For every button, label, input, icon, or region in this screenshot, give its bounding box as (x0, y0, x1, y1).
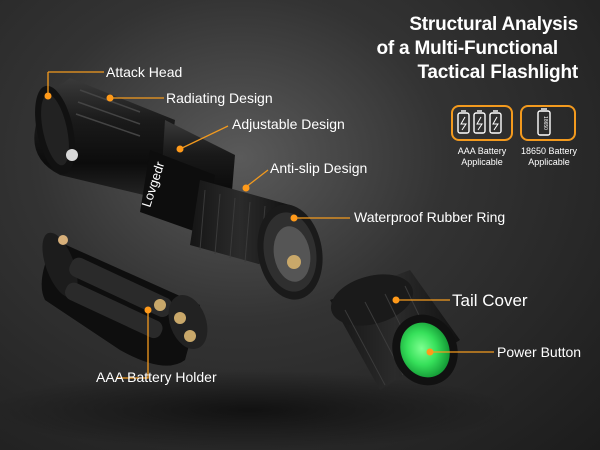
label-tail-cover: Tail Cover (452, 291, 528, 310)
label-adjustable-design: Adjustable Design (232, 116, 345, 132)
label-power-button: Power Button (497, 344, 582, 360)
label-anti-slip-design: Anti-slip Design (270, 160, 368, 176)
label-radiating-design: Radiating Design (166, 90, 273, 106)
floor-shadow (0, 370, 510, 450)
svg-text:18650: 18650 (542, 116, 548, 130)
headline-line-2: of a Multi-Functional (376, 38, 558, 59)
three-battery-icon (457, 110, 502, 134)
label-waterproof-ring: Waterproof Rubber Ring (354, 209, 506, 225)
aaa-battery-badge (451, 105, 513, 141)
label-attack-head: Attack Head (106, 64, 183, 80)
single-battery-icon: 18650 (537, 108, 551, 136)
headline-line-3: Tactical Flashlight (417, 62, 578, 83)
18650-battery-badge (520, 105, 576, 141)
leader-dots (44, 92, 434, 356)
battery-holder (41, 232, 208, 366)
leader-lines (47, 71, 494, 379)
flashlight-body (34, 78, 323, 300)
headline-line-1: Structural Analysis (409, 14, 578, 35)
label-battery-holder: AAA Battery Holder (96, 369, 217, 385)
